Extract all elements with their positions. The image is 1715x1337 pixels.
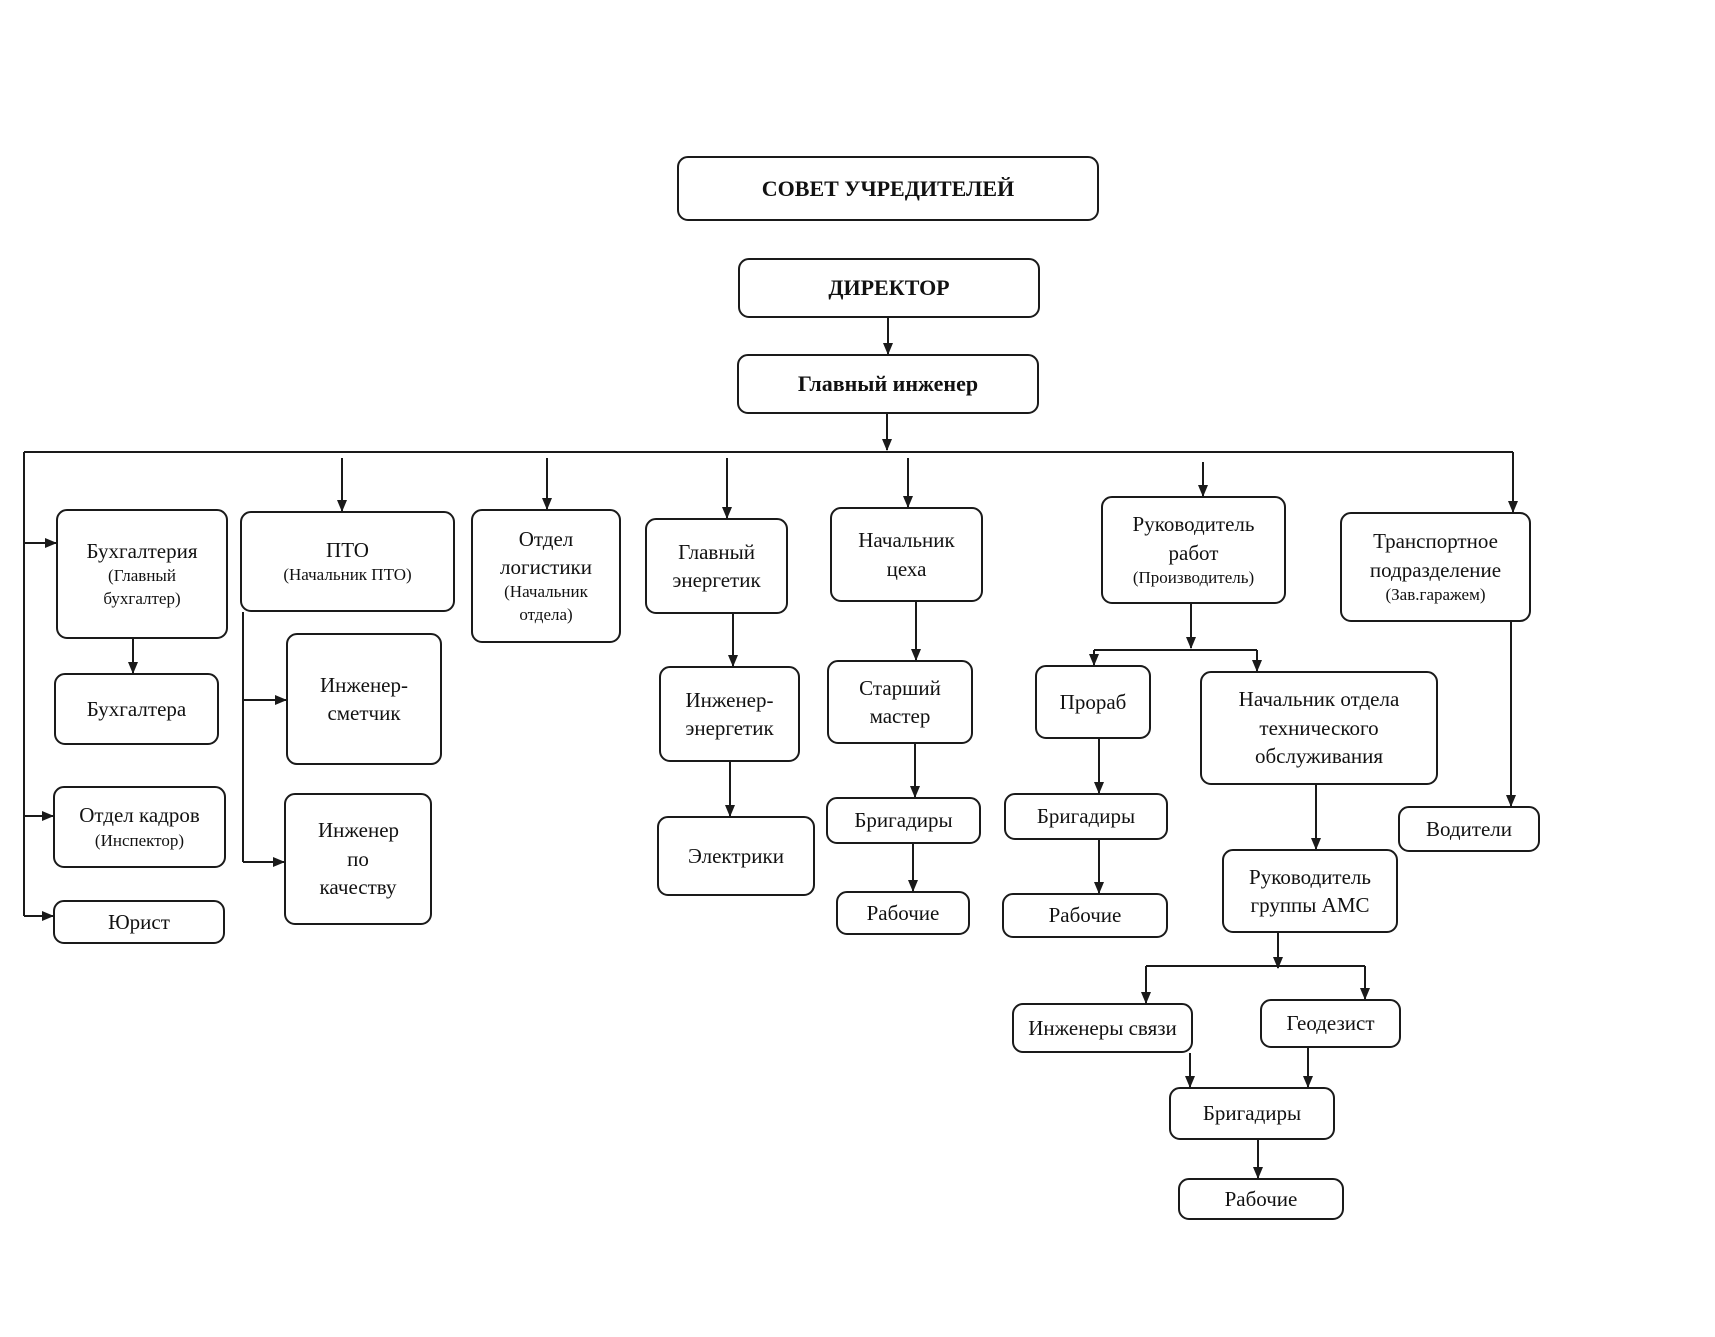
node-geodesist-title: Геодезист xyxy=(1286,1011,1375,1036)
node-electricians: Электрики xyxy=(657,816,815,896)
node-power-engineer-title: Инженер-энергетик xyxy=(685,687,774,740)
node-lawyer: Юрист xyxy=(53,900,225,944)
node-workers-1: Рабочие xyxy=(836,891,970,935)
node-prorab-title: Прораб xyxy=(1059,689,1127,714)
node-drivers: Водители xyxy=(1398,806,1540,852)
node-electricians-title: Электрики xyxy=(688,843,784,868)
node-director-title: ДИРЕКТОР xyxy=(828,275,950,301)
node-accounting-sub: (Главный бухгалтер) xyxy=(103,566,181,609)
node-foremen-2: Бригадиры xyxy=(1004,793,1168,840)
node-ams-head-title: Руководитель группы АМС xyxy=(1249,864,1371,917)
node-geodesist: Геодезист xyxy=(1260,999,1401,1048)
node-estimator-title: Инженер-сметчик xyxy=(319,672,408,725)
node-workers-3-title: Рабочие xyxy=(1224,1186,1298,1211)
node-transport: Транспортное подразделение (Зав.гаражем) xyxy=(1340,512,1531,622)
node-accounting-title: Бухгалтерия xyxy=(86,538,198,563)
node-workers-1-title: Рабочие xyxy=(866,900,940,925)
node-accounting: Бухгалтерия (Главный бухгалтер) xyxy=(56,509,228,639)
node-accountants: Бухгалтера xyxy=(54,673,219,745)
node-senior-master: Старший мастер xyxy=(827,660,973,744)
node-chief-engineer-title: Главный инженер xyxy=(797,371,979,397)
node-ams-head: Руководитель группы АМС xyxy=(1222,849,1398,933)
node-maintenance-head-title: Начальник отдела технического обслуживан… xyxy=(1238,687,1400,769)
node-accountants-title: Бухгалтера xyxy=(86,696,187,721)
node-workers-2-title: Рабочие xyxy=(1048,903,1122,928)
node-chief-power-title: Главный энергетик xyxy=(672,539,761,592)
node-director: ДИРЕКТОР xyxy=(738,258,1040,318)
node-estimator: Инженер-сметчик xyxy=(286,633,442,765)
node-hr-title: Отдел кадров xyxy=(79,803,200,828)
node-maintenance-head: Начальник отдела технического обслуживан… xyxy=(1200,671,1438,785)
node-logistics-sub: (Начальник отдела) xyxy=(504,582,588,625)
node-works-head: Руководитель работ (Производитель) xyxy=(1101,496,1286,604)
node-works-head-title: Руководитель работ xyxy=(1132,512,1255,565)
node-council: СОВЕТ УЧРЕДИТЕЛЕЙ xyxy=(677,156,1099,221)
node-foremen-2-title: Бригадиры xyxy=(1036,804,1136,829)
node-works-head-sub: (Производитель) xyxy=(1132,567,1255,587)
node-quality: Инженер по качеству xyxy=(284,793,432,925)
node-pto: ПТО (Начальник ПТО) xyxy=(240,511,455,612)
node-hr: Отдел кадров (Инспектор) xyxy=(53,786,226,868)
node-transport-sub: (Зав.гаражем) xyxy=(1385,584,1486,604)
node-chief-engineer: Главный инженер xyxy=(737,354,1039,414)
node-foremen-3: Бригадиры xyxy=(1169,1087,1335,1140)
node-drivers-title: Водители xyxy=(1425,816,1513,841)
node-chief-power: Главный энергетик xyxy=(645,518,788,614)
node-foremen-3-title: Бригадиры xyxy=(1202,1101,1302,1126)
node-council-title: СОВЕТ УЧРЕДИТЕЛЕЙ xyxy=(761,175,1015,201)
node-hr-sub: (Инспектор) xyxy=(94,830,185,850)
node-comm-engineers: Инженеры связи xyxy=(1012,1003,1193,1053)
node-logistics: Отдел логистики (Начальник отдела) xyxy=(471,509,621,643)
node-transport-title: Транспортное подразделение xyxy=(1369,529,1502,582)
node-shop-head-title: Начальник цеха xyxy=(858,528,955,581)
node-prorab: Прораб xyxy=(1035,665,1151,739)
node-logistics-title: Отдел логистики xyxy=(499,526,592,580)
node-quality-title: Инженер по качеству xyxy=(318,818,400,900)
node-workers-3: Рабочие xyxy=(1178,1178,1344,1220)
node-lawyer-title: Юрист xyxy=(108,909,170,934)
node-workers-2: Рабочие xyxy=(1002,893,1168,938)
node-pto-sub: (Начальник ПТО) xyxy=(283,565,412,585)
node-foremen-1-title: Бригадиры xyxy=(854,808,953,833)
node-senior-master-title: Старший мастер xyxy=(859,675,941,728)
node-pto-title: ПТО xyxy=(326,537,369,562)
node-power-engineer: Инженер-энергетик xyxy=(659,666,800,762)
node-comm-engineers-title: Инженеры связи xyxy=(1028,1015,1177,1040)
node-shop-head: Начальник цеха xyxy=(830,507,983,602)
node-foremen-1: Бригадиры xyxy=(826,797,981,844)
